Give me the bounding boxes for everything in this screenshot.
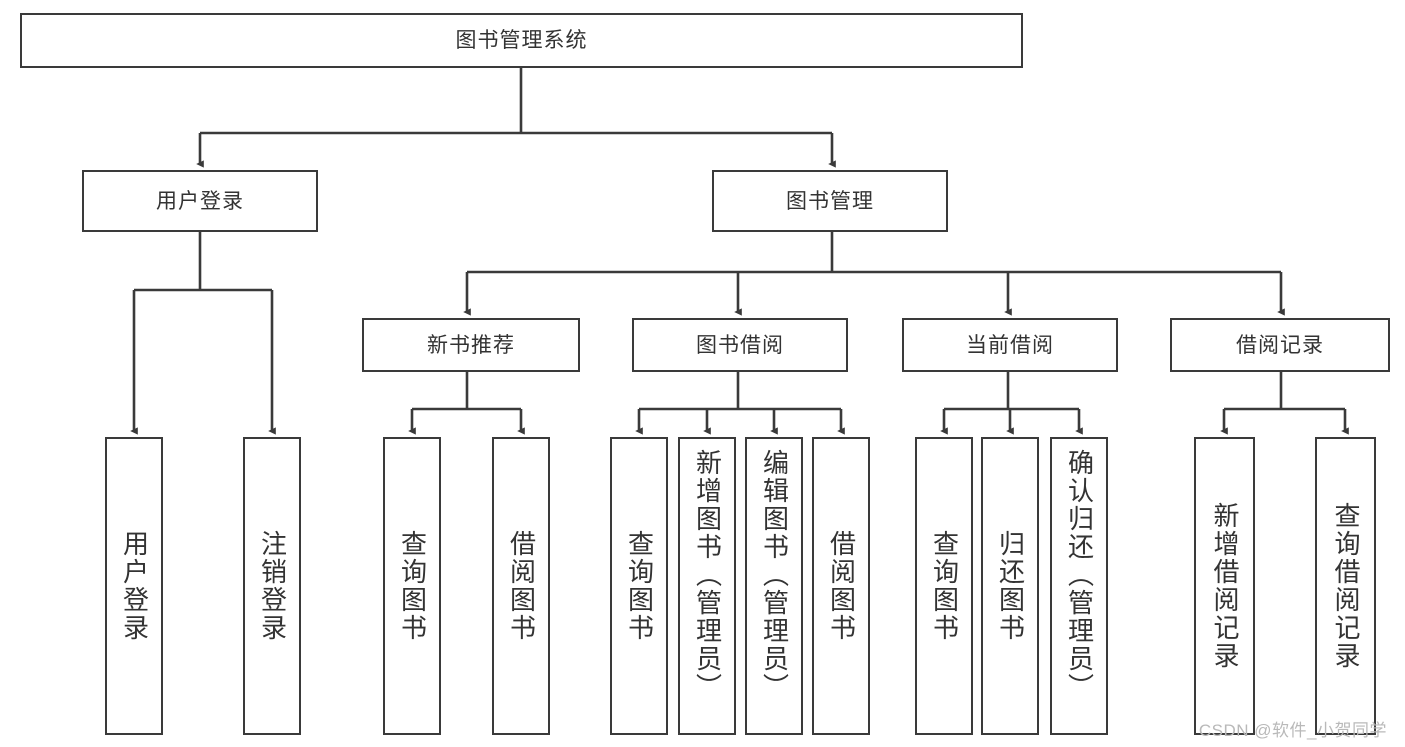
node-label: 新书推荐: [427, 333, 515, 357]
leaf-current-return-book[interactable]: 归还图书: [981, 437, 1039, 735]
leaf-current-query-book[interactable]: 查询图书: [915, 437, 973, 735]
node-label: 用户登录: [156, 189, 244, 213]
node-label: 新增图书（管理员）: [692, 449, 723, 701]
node-label: 编辑图书（管理员）: [759, 449, 790, 701]
leaf-user-login-login[interactable]: 用户登录: [105, 437, 163, 735]
leaf-borrow-query-book[interactable]: 查询图书: [610, 437, 668, 735]
node-label: 借阅图书: [506, 530, 537, 642]
node-label: 查询借阅记录: [1331, 502, 1362, 670]
leaf-user-login-logout[interactable]: 注销登录: [243, 437, 301, 735]
leaf-borrow-edit-book-admin[interactable]: 编辑图书（管理员）: [745, 437, 803, 735]
node-label: 当前借阅: [966, 333, 1054, 357]
node-user-login[interactable]: 用户登录: [82, 170, 318, 232]
node-label: 查询图书: [624, 530, 655, 642]
leaf-current-confirm-return-admin[interactable]: 确认归还（管理员）: [1050, 437, 1108, 735]
leaf-borrow-borrow-book[interactable]: 借阅图书: [812, 437, 870, 735]
leaf-borrow-add-book-admin[interactable]: 新增图书（管理员）: [678, 437, 736, 735]
node-label: 注销登录: [257, 530, 288, 642]
node-label: 借阅图书: [826, 530, 857, 642]
node-label: 图书管理系统: [455, 29, 588, 52]
node-root-book-management-system[interactable]: 图书管理系统: [20, 13, 1023, 68]
node-label: 归还图书: [995, 530, 1026, 642]
leaf-record-add-borrow-record[interactable]: 新增借阅记录: [1194, 437, 1255, 735]
node-label: 图书借阅: [696, 333, 784, 357]
node-borrow-record[interactable]: 借阅记录: [1170, 318, 1390, 372]
leaf-new-book-borrow-book[interactable]: 借阅图书: [492, 437, 550, 735]
node-new-book-recommend[interactable]: 新书推荐: [362, 318, 580, 372]
node-label: 图书管理: [786, 189, 874, 213]
node-label: 查询图书: [929, 530, 960, 642]
node-book-borrow[interactable]: 图书借阅: [632, 318, 848, 372]
node-label: 用户登录: [119, 530, 150, 642]
node-book-management[interactable]: 图书管理: [712, 170, 948, 232]
node-label: 确认归还（管理员）: [1064, 449, 1095, 701]
node-label: 借阅记录: [1236, 333, 1324, 357]
node-label: 新增借阅记录: [1210, 502, 1241, 670]
node-current-borrow[interactable]: 当前借阅: [902, 318, 1118, 372]
leaf-record-query-borrow-record[interactable]: 查询借阅记录: [1315, 437, 1376, 735]
csdn-watermark: CSDN @软件_小贺同学: [1198, 721, 1387, 740]
node-label: 查询图书: [397, 530, 428, 642]
leaf-new-book-query-book[interactable]: 查询图书: [383, 437, 441, 735]
